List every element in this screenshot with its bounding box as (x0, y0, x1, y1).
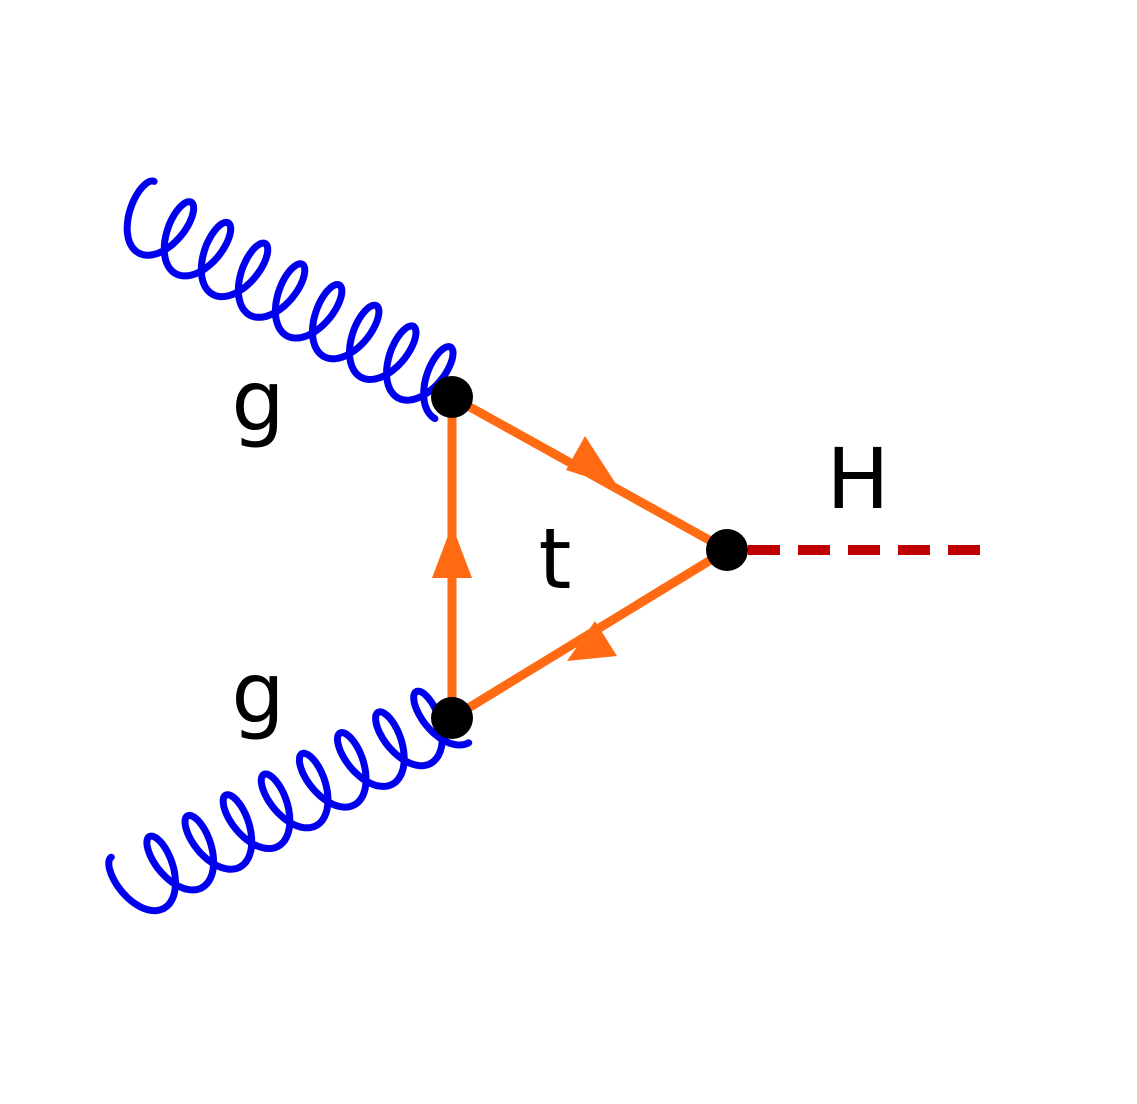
vertex-right (706, 529, 748, 571)
vertex-bottom (431, 697, 473, 739)
gluon-label-top: g (231, 352, 284, 450)
top-quark-arrow-right (566, 436, 618, 487)
higgs-label: H (826, 430, 889, 528)
top-quark-arrow-left (567, 621, 617, 661)
gluon-line-top (123, 177, 457, 423)
top-quark-label: t (539, 510, 572, 608)
top-quark-arrow-up (432, 525, 472, 578)
vertex-top (431, 376, 473, 418)
gluon-line-bottom (105, 687, 473, 915)
gluon-label-bottom: g (231, 644, 284, 742)
